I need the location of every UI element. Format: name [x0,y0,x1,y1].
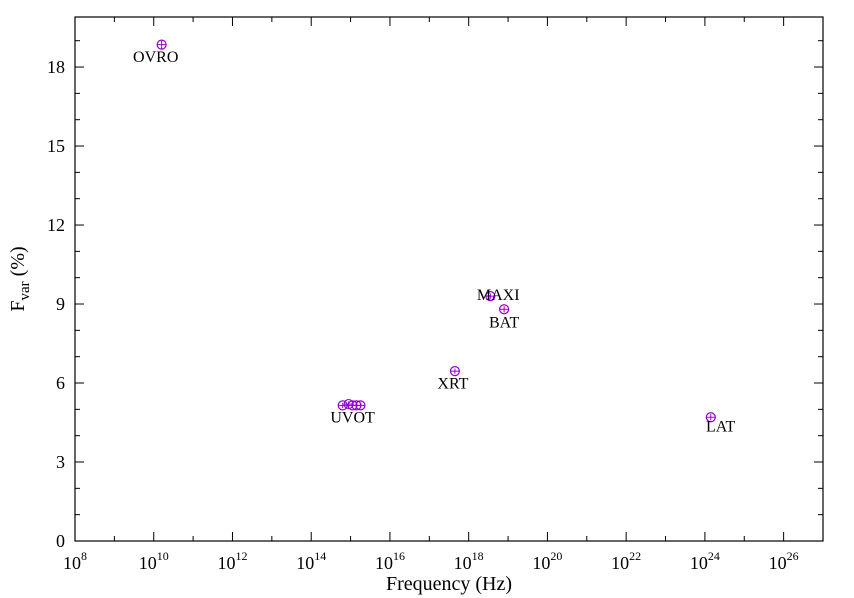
point-annotation: OVRO [133,49,178,66]
x-tick-label: 1010 [139,549,169,573]
point-annotation: LAT [706,419,736,436]
y-tick-labels: 0 3 6 9 12 15 18 [47,57,65,551]
point-annotation: MAXI [477,287,520,304]
data-point [705,412,716,423]
point-annotation: UVOT [330,410,375,427]
point-annotation: BAT [489,315,519,332]
y-tick-label: 18 [47,57,65,77]
data-point [156,39,167,50]
y-tick-label: 15 [47,136,65,156]
y-axis-title-sub: var [17,281,33,300]
x-tick-label: 1024 [690,549,720,573]
x-axis-title: Frequency (Hz) [386,573,512,595]
point-annotation: XRT [437,375,468,392]
y-axis-title-suffix: (%) [7,246,29,281]
data-point [355,400,366,411]
axis-ticks [74,17,824,542]
x-tick-label: 1016 [375,549,405,573]
x-tick-label: 1020 [532,549,562,573]
x-tick-label: 1022 [611,549,641,573]
data-points [156,39,716,423]
y-tick-label: 9 [56,294,65,314]
data-point [499,304,510,315]
data-point [449,366,461,377]
y-tick-label: 0 [56,531,65,551]
x-tick-label: 1026 [769,549,799,573]
x-tick-label: 1014 [296,549,326,573]
y-tick-label: 6 [56,373,65,393]
data-point [485,291,496,302]
y-axis-title-base: F [7,301,29,312]
x-tick-labels: 108 1010 1012 1014 1016 1018 1020 1022 1024 1026 [63,549,799,573]
y-tick-label: 3 [56,452,65,472]
plot-frame [74,16,824,542]
data-point [337,400,348,411]
y-tick-label: 12 [47,215,65,235]
x-tick-label: 1018 [454,549,484,573]
x-tick-label: 108 [63,549,87,573]
y-axis-title: Fvar (%) [7,246,33,311]
point-annotations: OVRO UVOT XRT MAXI BAT LAT [133,49,735,436]
x-tick-label: 1012 [217,549,247,573]
